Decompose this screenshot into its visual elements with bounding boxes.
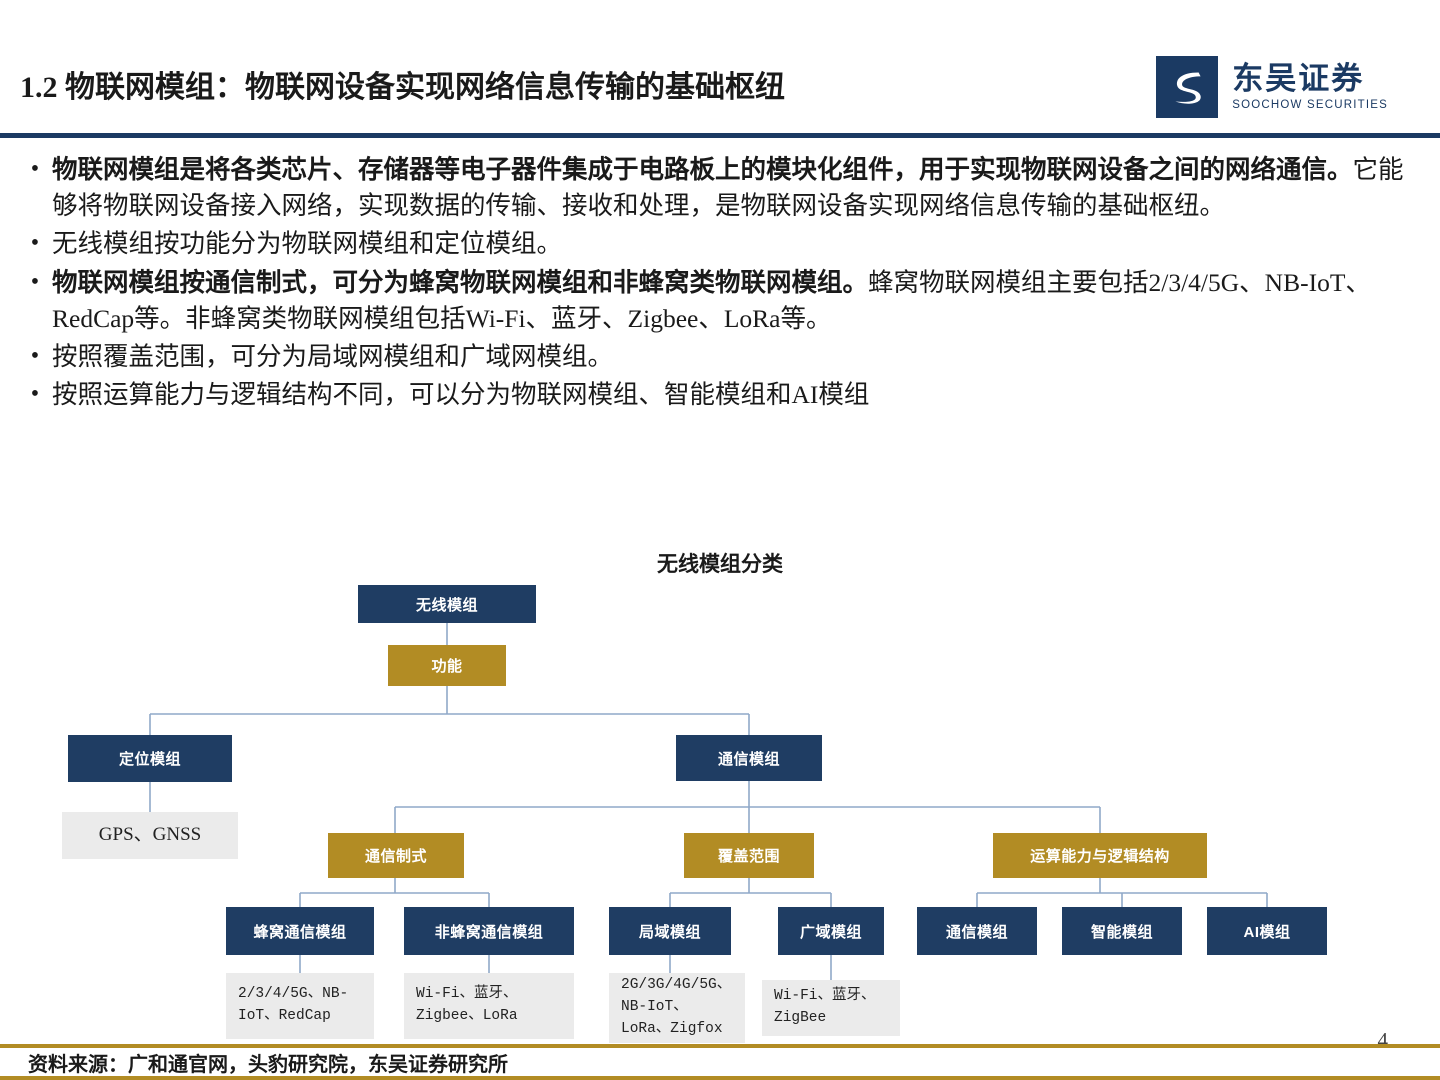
list-item: • 物联网模组是将各类芯片、存储器等电子器件集成于电路板上的模块化组件，用于实现… xyxy=(18,152,1422,224)
diagram-node-comm-module: 通信模组 xyxy=(917,907,1037,955)
diagram-node-coverage: 覆盖范围 xyxy=(684,833,814,878)
footer-divider-bottom xyxy=(0,1076,1440,1080)
diagram-leaf-lan: 2G/3G/4G/5G、NB-IoT、LoRa、Zigfox xyxy=(609,973,745,1043)
logo-mark-icon xyxy=(1156,56,1219,118)
bullet-text: 按照覆盖范围，可分为局域网模组和广域网模组。 xyxy=(52,342,614,372)
diagram-node-function: 功能 xyxy=(388,645,506,686)
logo-text-en: SOOCHOW SECURITIES xyxy=(1232,98,1388,111)
list-item: • 物联网模组按通信制式，可分为蜂窝物联网模组和非蜂窝类物联网模组。蜂窝物联网模… xyxy=(18,265,1422,337)
bullet-dot-icon: • xyxy=(30,343,40,370)
diagram-leaf-noncellular: Wi-Fi、蓝牙、Zigbee、LoRa xyxy=(404,973,574,1039)
bullet-text: 按照运算能力与逻辑结构不同，可以分为物联网模组、智能模组和AI模组 xyxy=(52,380,870,410)
diagram-title: 无线模组分类 xyxy=(657,552,783,576)
bullet-text: 它能够将物联网设备接入网络，实现数据的传输、接收和处理，是物联网设备实现网络信息… xyxy=(52,155,1404,221)
logo-text-cn: 东吴证券 xyxy=(1232,61,1365,97)
diagram-node-root: 无线模组 xyxy=(358,585,536,623)
diagram-leaf-positioning: GPS、GNSS xyxy=(62,812,238,859)
list-item: • 按照运算能力与逻辑结构不同，可以分为物联网模组、智能模组和AI模组 xyxy=(18,377,1422,413)
diagram-leaf-cellular: 2/3/4/5G、NB-IoT、RedCap xyxy=(226,973,374,1039)
list-item: • 无线模组按功能分为物联网模组和定位模组。 xyxy=(18,226,1422,262)
bullet-dot-icon: • xyxy=(30,268,40,295)
page-number: 4 xyxy=(1377,1028,1389,1052)
diagram-node-lan: 局域模组 xyxy=(609,907,731,955)
diagram-node-noncellular: 非蜂窝通信模组 xyxy=(404,907,574,955)
bullet-bold-text: 物联网模组是将各类芯片、存储器等电子器件集成于电路板上的模块化组件，用于实现物联… xyxy=(52,155,1353,184)
bullet-list: • 物联网模组是将各类芯片、存储器等电子器件集成于电路板上的模块化组件，用于实现… xyxy=(18,152,1422,415)
bullet-text: 蜂窝物联网模组主要包括2/3/4/5G、NB-IoT、RedCap等。非蜂窝类物… xyxy=(52,267,1371,333)
diagram-node-standard: 通信制式 xyxy=(328,833,464,878)
bullet-dot-icon: • xyxy=(30,156,40,182)
diagram-node-compute: 运算能力与逻辑结构 xyxy=(993,833,1207,878)
bullet-dot-icon: • xyxy=(30,381,40,408)
bullet-text: 无线模组按功能分为物联网模组和定位模组。 xyxy=(52,229,563,259)
diagram-node-communication: 通信模组 xyxy=(676,735,822,781)
page-title: 1.2 物联网模组：物联网设备实现网络信息传输的基础枢纽 xyxy=(20,71,785,104)
list-item: • 按照覆盖范围，可分为局域网模组和广域网模组。 xyxy=(18,339,1422,375)
diagram-node-smart-module: 智能模组 xyxy=(1062,907,1182,955)
diagram-node-wan: 广域模组 xyxy=(778,907,884,955)
diagram-node-cellular: 蜂窝通信模组 xyxy=(226,907,374,955)
bullet-bold-text: 物联网模组按通信制式，可分为蜂窝物联网模组和非蜂窝类物联网模组。 xyxy=(52,267,869,297)
footer-divider-top xyxy=(0,1044,1440,1048)
bullet-dot-icon: • xyxy=(30,230,40,257)
source-note: 资料来源：广和通官网，头豹研究院，东吴证券研究所 xyxy=(28,1054,508,1076)
diagram-leaf-wan: Wi-Fi、蓝牙、ZigBee xyxy=(762,980,900,1036)
header-divider xyxy=(0,133,1440,138)
diagram-node-ai-module: AI模组 xyxy=(1207,907,1327,955)
brand-logo: 东吴证券 SOOCHOW SECURITIES xyxy=(1156,56,1388,118)
diagram-node-positioning: 定位模组 xyxy=(68,735,232,782)
